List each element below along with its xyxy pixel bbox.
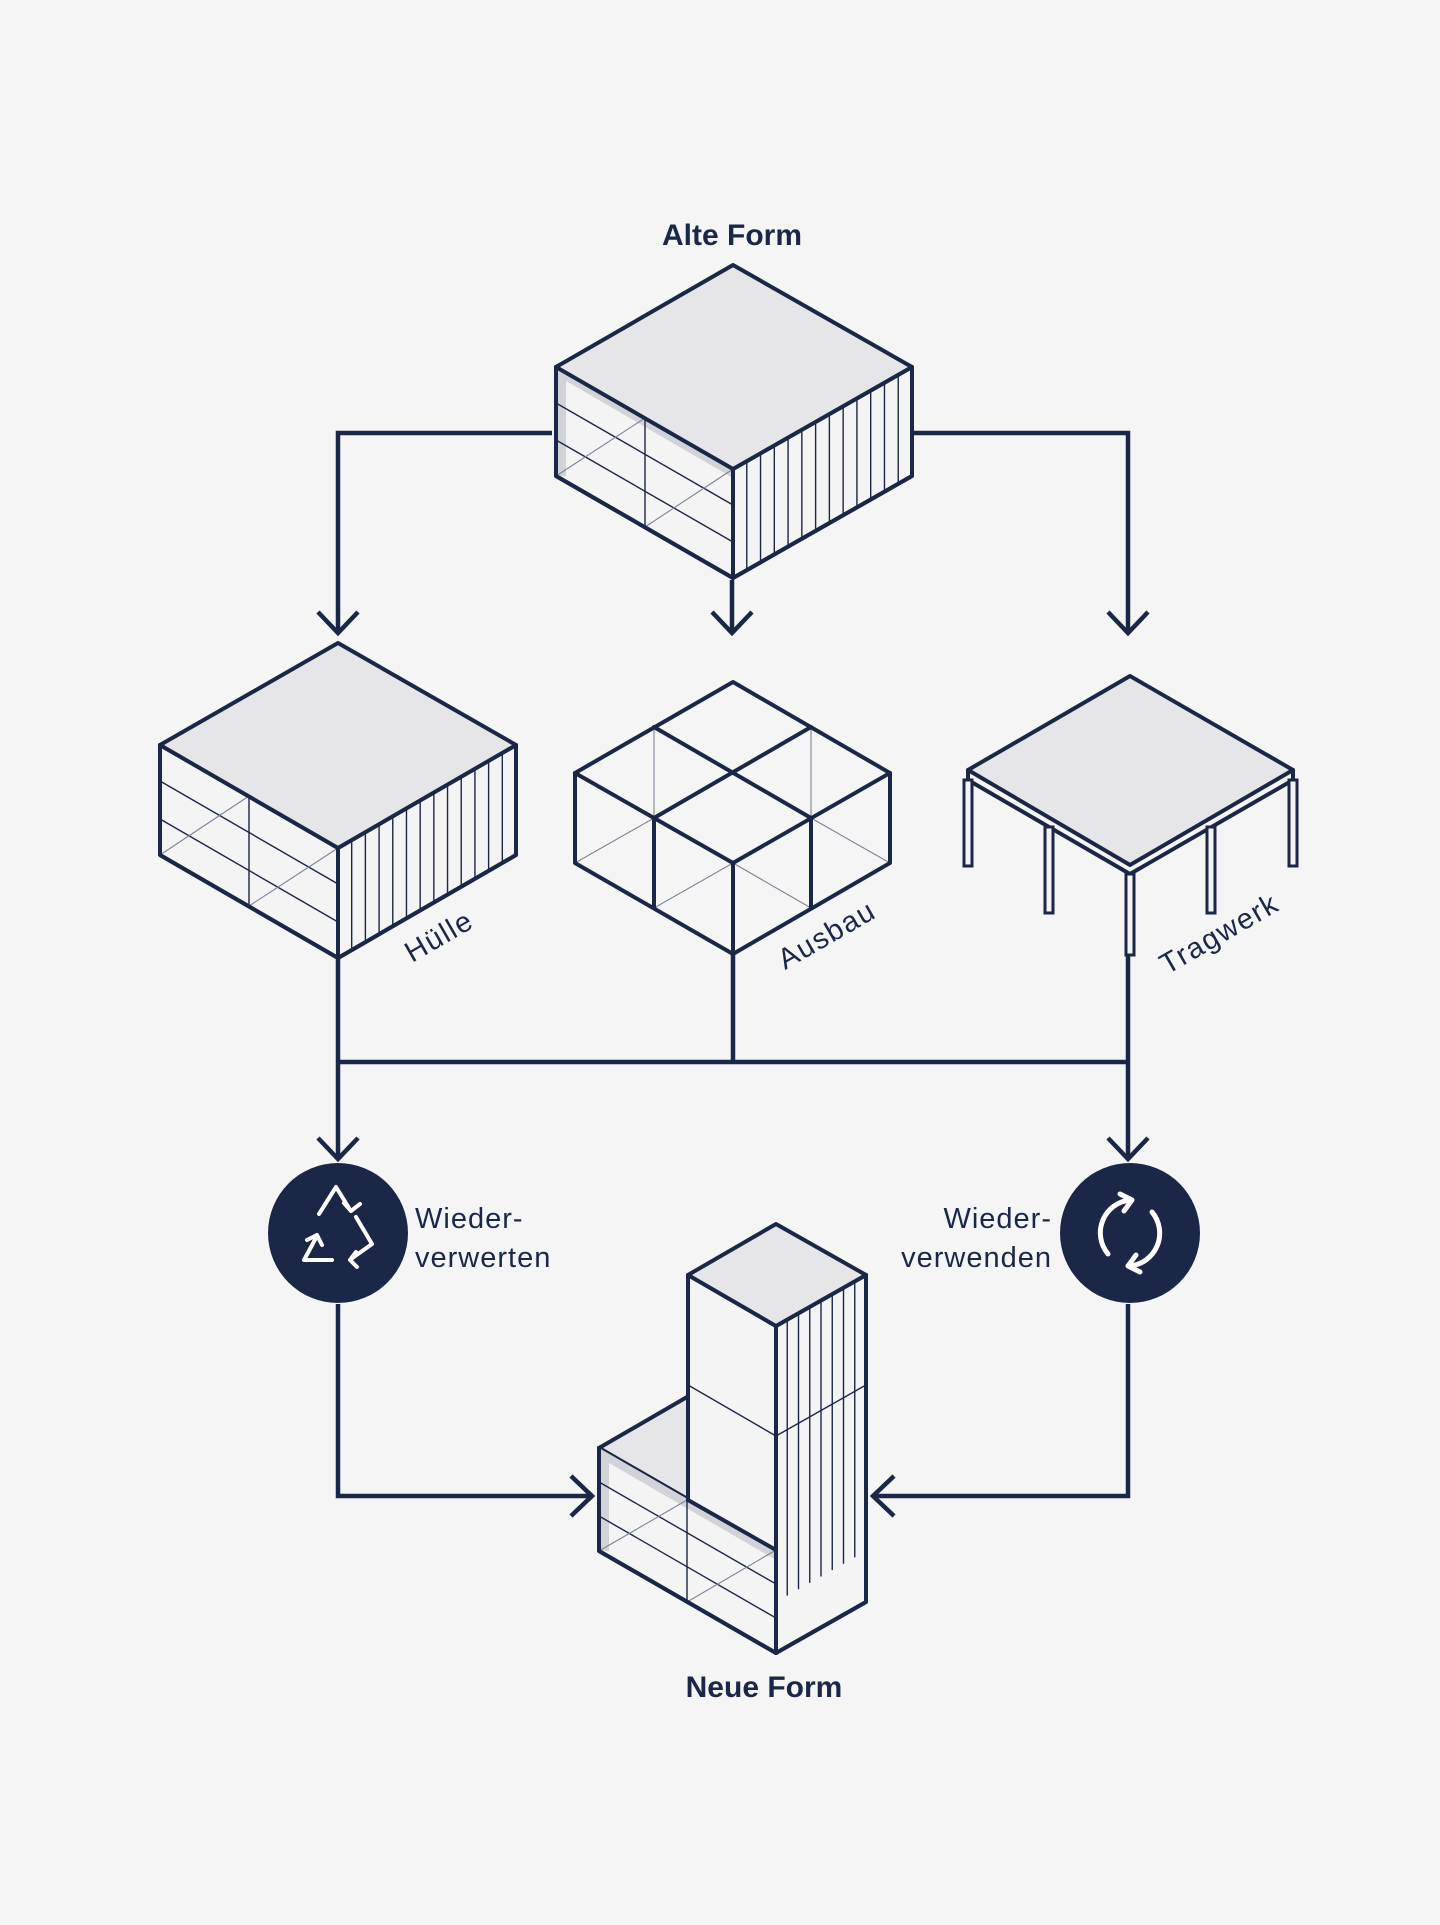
- arrow-head-to-tragwerk: [1106, 610, 1150, 637]
- arrow-head-to-recycle: [316, 1136, 360, 1163]
- connector-alte-form-to-tragwerk: [912, 430, 1131, 632]
- recycle-label-line2: verwerten: [415, 1242, 551, 1274]
- recycle-circle: [268, 1163, 408, 1303]
- arrow-head-to-ausbau: [710, 610, 754, 637]
- ausbau-building: [573, 680, 892, 956]
- connector-alte-form-to-huelle: [335, 430, 552, 630]
- recycle-label-line1: Wieder-: [415, 1203, 524, 1235]
- arrow-head-to-reuse: [1106, 1136, 1150, 1163]
- tragwerk-label: Tragwerk: [1155, 887, 1285, 981]
- alte-form-building: [554, 263, 914, 580]
- neue-form-building: [597, 1222, 868, 1655]
- recycle-icon: [302, 1185, 374, 1269]
- reuse-label-line2: verwenden: [901, 1242, 1052, 1274]
- reuse-circle: [1060, 1163, 1200, 1303]
- connector-reuse-to-neue-form: [874, 1304, 1131, 1499]
- tragwerk-frame: [962, 674, 1299, 957]
- refresh-icon: [1097, 1191, 1163, 1275]
- arrow-head-to-huelle: [316, 610, 360, 637]
- connector-recycle-to-neue-form: [335, 1304, 590, 1499]
- neue-form-title: Neue Form: [686, 1671, 843, 1704]
- arrow-head-into-neue-form-left: [569, 1474, 596, 1518]
- arrow-head-into-neue-form-right: [869, 1474, 896, 1518]
- huelle-building: [158, 641, 518, 960]
- reuse-label-line1: Wieder-: [943, 1203, 1052, 1235]
- ausbau-label: Ausbau: [773, 895, 882, 976]
- alte-form-title: Alte Form: [662, 219, 802, 252]
- connectors: [316, 430, 1150, 1518]
